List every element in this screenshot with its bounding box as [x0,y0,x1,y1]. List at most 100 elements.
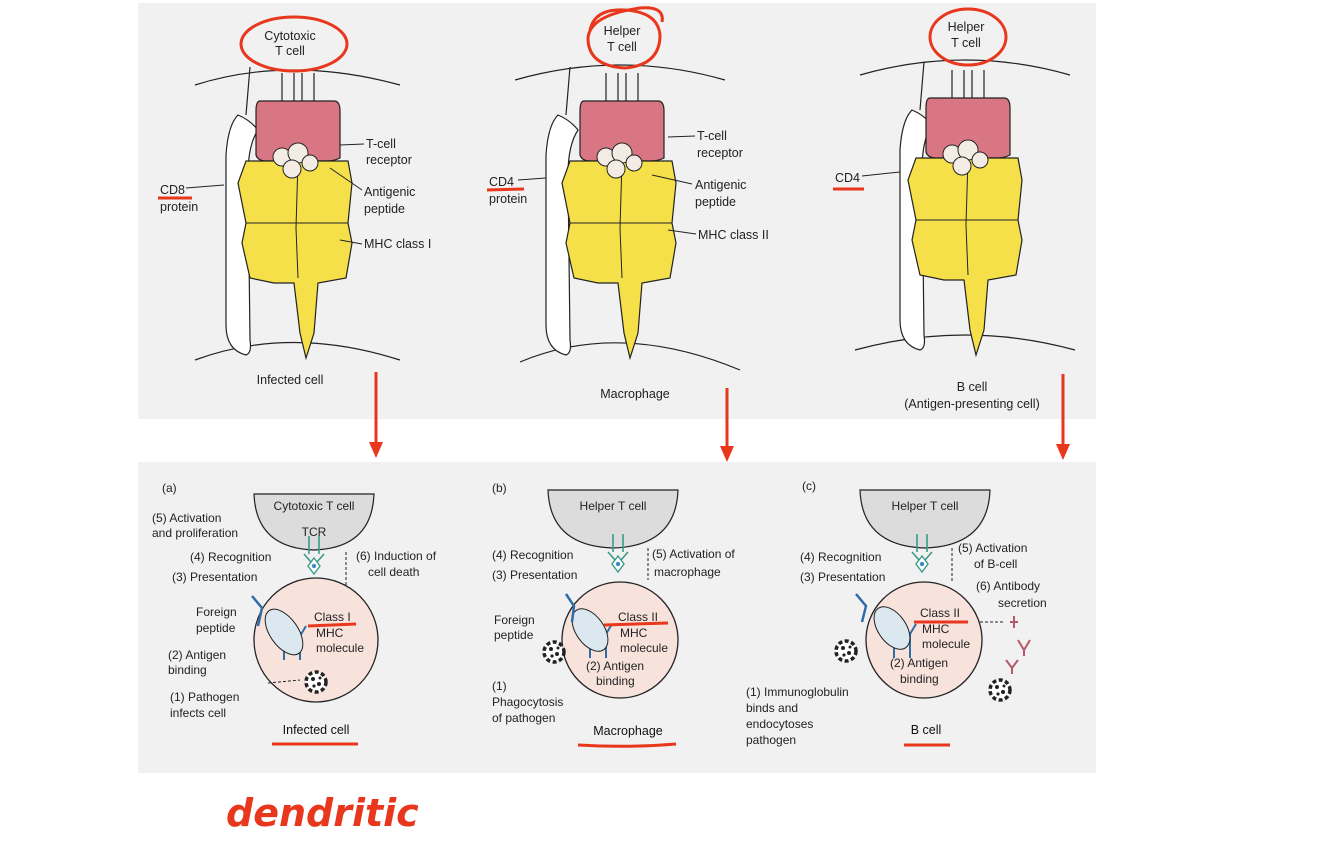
target-cell-label-line1: B cell [957,380,988,394]
target-membrane-3 [854,334,1076,351]
nucleus [264,608,304,656]
leader-line [517,177,547,181]
handwritten-note: dendritic [226,791,419,835]
mhc-class-label: Class II [920,606,960,620]
red-underline [486,187,525,192]
peptide-label-line1: Antigenic [364,185,415,199]
panel-letter: (a) [162,481,177,495]
cell-name-line2: T cell [951,36,981,50]
step2-line1: (2) Antigen [586,659,644,673]
mhc-label: MHC class II [698,228,769,242]
molecule-label: molecule [620,641,668,655]
foreign-label-line2: peptide [196,621,236,635]
step5-line2: of B-cell [974,557,1017,571]
step3: (3) Presentation [172,570,257,584]
leader-line [339,239,363,245]
antibody-icons [1005,616,1031,674]
tcr-label-line1: T-cell [697,129,727,143]
mhc-label: MHC [922,622,950,636]
t-cell-label: Helper T cell [892,499,959,513]
foreign-peptide-marker [564,593,576,623]
red-arrow-1 [369,372,383,458]
step1-line2: binds and [746,701,798,715]
t-cell-label: Cytotoxic T cell [274,499,355,513]
step5-line1: (5) Activation of [652,547,735,561]
step2-line1: (2) Antigen [168,648,226,662]
foreign-label-line2: peptide [494,628,534,642]
target-cell-label: Macrophage [600,387,670,401]
red-arrow-3 [1056,374,1070,460]
cell-name: Macrophage [593,724,663,738]
nucleus [873,606,911,650]
mhc-tcr-complex-2 [561,72,677,359]
target-membrane-1 [194,341,401,361]
step6-line1: (6) Induction of [356,549,437,563]
mhc-tcr-complex-3 [907,69,1023,356]
foreign-label-line1: Foreign [494,613,535,627]
pathogen-icon [304,670,328,694]
coreceptor-label: CD4 [835,171,860,185]
step1-line2: infects cell [170,706,226,720]
molecule-label: molecule [316,641,364,655]
mhc-tcr-complex-1 [237,72,353,359]
tcr-label-line2: receptor [366,153,412,167]
macrophage-shape [561,581,679,699]
step2-line2: binding [168,663,207,677]
step2-line2: binding [900,672,939,686]
leader-line [651,174,693,185]
pathogen-icon [834,639,858,663]
red-circle-annotation [239,15,349,73]
coreceptor-label: CD8 [160,183,185,197]
step1-line3: of pathogen [492,711,555,725]
step1-line1: (1) Pathogen [170,690,239,704]
step5-line2: and proliferation [152,526,238,540]
dashed-arrow [267,679,301,684]
mhc-label: MHC [316,626,344,640]
pathogen-icon [988,678,1012,702]
coreceptor-suffix: protein [489,192,527,206]
target-membrane-2 [519,342,741,371]
coreceptor-suffix: protein [160,200,198,214]
leader-line [329,167,363,191]
leader-line [667,229,697,235]
step6-line2: secretion [998,596,1047,610]
mhc-class-label: Class II [618,610,658,624]
t-cell-label: Helper T cell [580,499,647,513]
t-cell-membrane-2 [514,64,726,81]
coreceptor-label: CD4 [489,175,514,189]
step3: (3) Presentation [800,570,885,584]
step2-line2: binding [596,674,635,688]
target-cell-label: Infected cell [257,373,324,387]
t-cell-shape [859,489,991,549]
pathogen-icon [542,640,566,664]
cell-name-line1: Helper [604,24,641,38]
t-cell-membrane-3 [859,59,1071,76]
red-arrow-2 [720,388,734,462]
step1-line3: endocytoses [746,717,813,731]
step6-line1: (6) Antibody [976,579,1040,593]
tcr-label: TCR [302,525,327,539]
peptide-label-line1: Antigenic [695,178,746,192]
red-circle-annotation [586,6,664,70]
step5-line2: macrophage [654,565,721,579]
tcr-label-line1: T-cell [366,137,396,151]
target-cell-label-line2: (Antigen-presenting cell) [904,397,1040,411]
peptide-label-line2: peptide [364,202,405,216]
step4: (4) Recognition [190,550,271,564]
cell-name-line2: T cell [607,40,637,54]
step5-line1: (5) Activation [152,511,221,525]
step2-line1: (2) Antigen [890,656,948,670]
red-circle-annotation [928,7,1008,67]
nucleus [571,608,609,652]
step3: (3) Presentation [492,568,577,582]
peptide-label-line2: peptide [695,195,736,209]
panel-letter: (b) [492,481,507,495]
leader-line [339,143,365,146]
red-underline [307,622,357,628]
cell-name-line1: Helper [948,20,985,34]
mhc-label: MHC [620,626,648,640]
foreign-peptide-marker [251,595,264,627]
cell-name: Infected cell [283,723,350,737]
mhc-label: MHC class I [364,237,431,251]
